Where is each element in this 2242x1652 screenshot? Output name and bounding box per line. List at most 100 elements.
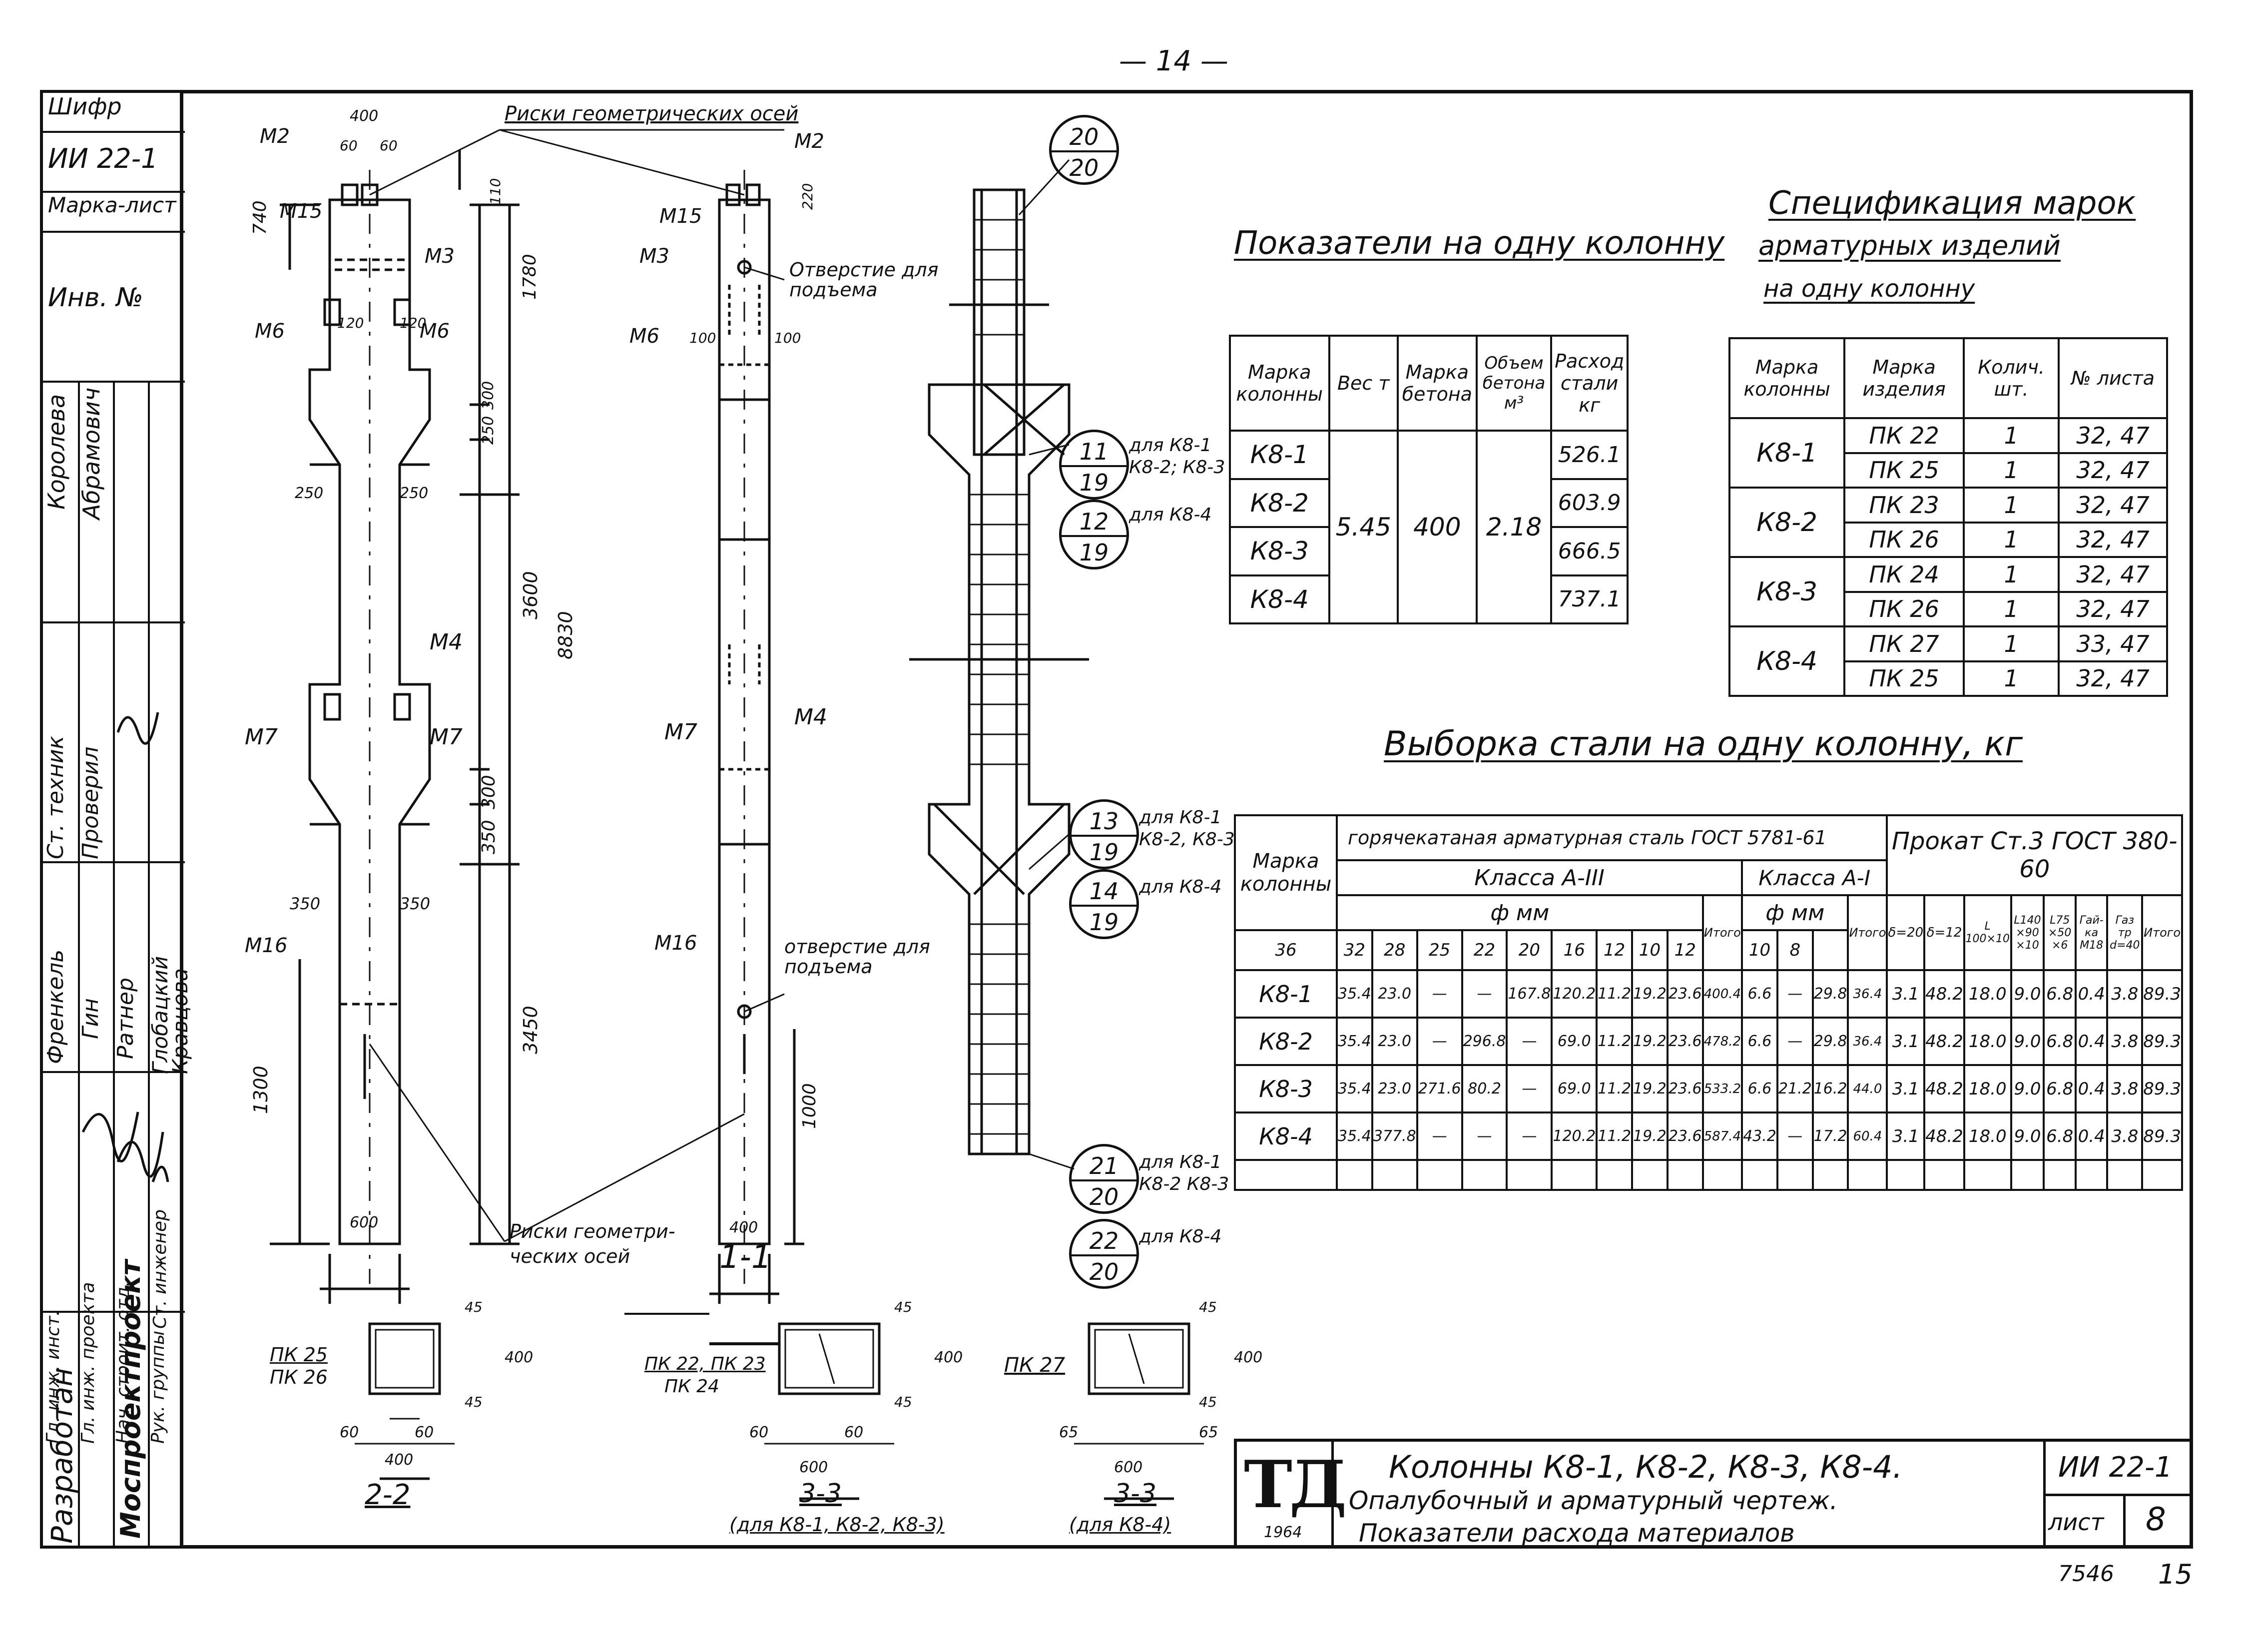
pk-27-label: ПК 27 [1004,1354,1066,1377]
dim-250: 250 [480,416,497,445]
steel-h-phi-a1: ф мм [1741,894,1849,931]
section-1-1-label: 1-1 [719,1239,772,1276]
dim-400-s22-bottom: 400 [385,1451,414,1469]
dim-65-b: 65 [1199,1424,1218,1441]
steel-cell-prokat: 6.8 [2043,1064,2077,1113]
steel-cell-a3: — [1416,1111,1463,1161]
spec-qty: 1 [1963,521,2060,558]
spec-sheet: 32, 47 [2058,556,2168,593]
steel-cell-prokat-total: 89.3 [2141,969,2183,1019]
steel-empty-row [1234,1159,2183,1191]
dim-65-a: 65 [1059,1424,1079,1441]
mark-m2-left: М2 [260,125,290,148]
mark-m2-right: М2 [794,130,824,153]
steel-h-phi-a3: ф мм [1336,894,1704,931]
callout-14-note: для К8-4 [1139,877,1222,897]
dim-400-s33a-side: 400 [934,1349,963,1366]
spec-qty: 1 [1963,556,2060,593]
ind-row-mark: К8-4 [1229,574,1330,624]
role-group-lead: Рук. группы [148,1330,168,1444]
steel-cell-a3: 19.2 [1631,1064,1669,1113]
steel-cell-prokat: 9.0 [2010,969,2045,1019]
dim-60-a: 60 [340,137,358,154]
steel-h-class3: Класса А-III [1335,859,1743,896]
steel-cell-a1-total: 60.4 [1847,1111,1888,1161]
mark-m6-side: М6 [629,325,659,348]
steel-empty-cell [1336,1159,1373,1191]
steel-h-pr-4: L75 ×50 ×6 [2043,894,2077,971]
dim-45-b: 45 [465,1394,483,1410]
steel-cell-prokat: 18.0 [1963,1111,2012,1161]
steel-cell-prokat: 18.0 [1963,1064,2012,1113]
steel-cell-a3: 23.6 [1666,969,1704,1019]
steel-cell-prokat: 3.1 [1886,1017,1926,1066]
steel-h-a1-2: 8 [1776,929,1814,971]
drawing-frame [180,90,2193,1549]
dim-3450: 3450 [520,1006,542,1054]
mark-m7-right: М7 [430,724,463,750]
ind-h-weight: Вес т [1328,335,1399,432]
steel-cell-a3: 23.0 [1371,969,1418,1019]
steel-title: Выборка стали на одну колонну, кг [1384,724,2023,764]
dim-60-s22b: 60 [415,1424,434,1441]
spec-h-qty: Колич. шт. [1963,337,2060,419]
steel-cell-a1: 29.8 [1811,1017,1849,1066]
steel-h-mark: Марка колонны [1234,814,1338,931]
pk-22-23-label: ПК 22, ПК 23 [644,1354,766,1374]
hole-bottom-label: отверстие для подъема [784,936,930,978]
spec-item: ПК 23 [1843,487,1965,524]
stamp-sheet-number: 8 [2146,1501,2166,1538]
ind-grade: 400 [1396,430,1478,624]
hole-top-label: Отверстие для подъема [789,259,939,301]
ind-row-steel: 603.9 [1550,478,1629,528]
dim-220: 220 [799,183,816,210]
steel-empty-cell [2141,1159,2183,1191]
spec-qty: 1 [1963,625,2060,662]
ind-row-mark: К8-3 [1229,526,1330,576]
mark-m6-left: М6 [255,320,285,343]
column-front-outline [308,198,431,1245]
role-chief-engineer: Гл. инж. инст. [43,1310,63,1444]
steel-cell-a3: 19.2 [1631,1017,1669,1066]
steel-empty-cell [1886,1159,1926,1191]
ind-h-mark: Марка колонны [1229,335,1330,432]
steel-h-total-a1: Итого [1847,894,1888,971]
steel-empty-cell [1701,1159,1743,1191]
ind-row-mark: К8-1 [1229,430,1330,480]
mark-m7-side: М7 [664,719,697,745]
steel-cell-a3: 11.2 [1596,1111,1634,1161]
steel-cell-a3: 35.4 [1336,969,1373,1019]
steel-h-prokat: Прокат Ст.3 ГОСТ 380-60 [1886,814,2183,896]
steel-empty-cell [1371,1159,1418,1191]
steel-table: Марка колонны горячекатаная арматурная с… [1234,814,2183,1191]
steel-cell-prokat: 9.0 [2010,1111,2045,1161]
name-frenkel: Френкель [43,949,68,1064]
mark-m4-right: М4 [794,704,827,730]
steel-empty-cell [1234,1159,1338,1191]
spec-sheet: 32, 47 [2058,521,2168,558]
steel-row-mark: К8-2 [1234,1017,1338,1066]
steel-cell-a1: 6.6 [1741,969,1778,1019]
spec-qty: 1 [1963,660,2060,697]
dim-60-b: 60 [380,137,398,154]
dim-45-a: 45 [465,1299,483,1315]
steel-empty-cell [1506,1159,1553,1191]
steel-h-a3-5: 20 [1506,929,1553,971]
dim-300-b: 300 [479,775,499,809]
dim-600-s33a: 600 [799,1459,828,1476]
name-koroleva: Королева [43,394,70,510]
dim-300-a: 300 [480,381,497,410]
inv-label: Инв. № [43,233,185,383]
steel-cell-a3-total: 400.4 [1701,969,1743,1019]
signature-columns [43,383,185,1549]
ind-h-volume: Объем бетона м³ [1475,335,1553,432]
steel-cell-a3: — [1506,1111,1553,1161]
spec-title-1: Спецификация марок [1768,185,2136,222]
name-gin: Гин [78,998,103,1039]
mark-m15-left: М15 [280,200,323,223]
dim-60-s22a: 60 [340,1424,359,1441]
steel-h-a3-1: 32 [1336,929,1373,971]
dim-100-b: 100 [774,330,801,346]
steel-cell-a3: — [1506,1017,1553,1066]
